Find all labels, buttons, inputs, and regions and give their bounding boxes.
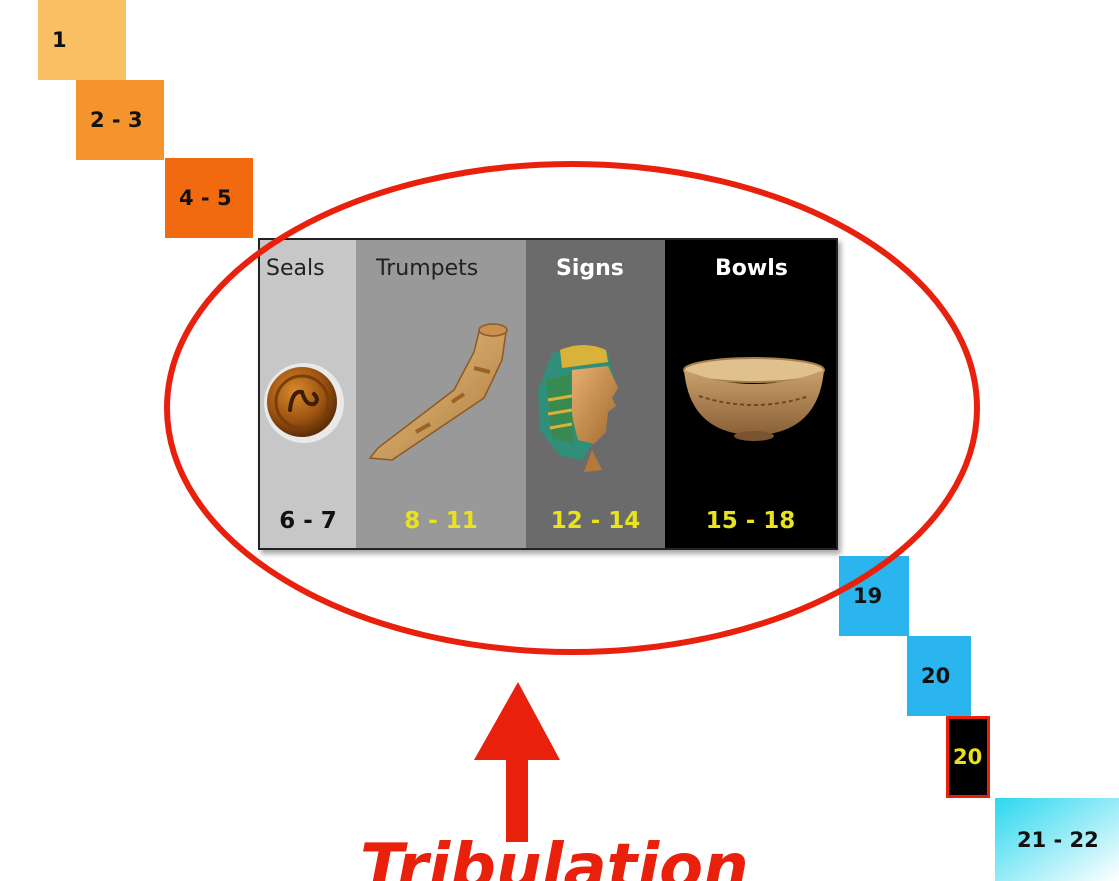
step-label: 21 - 22 xyxy=(1017,827,1099,852)
column-title: Trumpets xyxy=(376,256,479,281)
tribulation-panel: Seals 6 - 7 Trumpets xyxy=(258,238,838,550)
step-label: 19 xyxy=(853,584,883,608)
step-label: 1 xyxy=(52,28,67,52)
bowl-icon xyxy=(683,357,825,441)
column-range: 8 - 11 xyxy=(404,508,478,534)
step-block-21-22: 21 - 22 xyxy=(995,798,1119,881)
column-title: Bowls xyxy=(715,256,788,281)
step-block-1: 1 xyxy=(38,0,126,80)
column-range: 15 - 18 xyxy=(705,508,796,534)
column-title: Signs xyxy=(556,256,624,281)
seal-icon xyxy=(264,363,344,443)
up-arrow-icon xyxy=(474,682,560,842)
step-block-2-3: 2 - 3 xyxy=(76,80,164,160)
tribulation-caption: Tribulation xyxy=(360,836,749,881)
column-title: Seals xyxy=(266,256,325,281)
column-bowls: Bowls 15 - 18 xyxy=(665,240,836,548)
column-signs: Signs 12 - 14 xyxy=(526,240,665,548)
step-block-20: 20 xyxy=(907,636,971,716)
step-label: 20 xyxy=(953,745,983,769)
shofar-icon xyxy=(368,323,508,461)
step-label: 20 xyxy=(921,664,951,688)
pharaoh-head-icon xyxy=(538,345,618,472)
step-label: 4 - 5 xyxy=(179,186,232,210)
step-label: 2 - 3 xyxy=(90,108,143,132)
step-block-20-highlighted: 20 xyxy=(946,716,990,798)
column-seals: Seals 6 - 7 xyxy=(260,240,356,548)
column-trumpets: Trumpets 8 - 11 xyxy=(356,240,526,548)
step-block-4-5: 4 - 5 xyxy=(165,158,253,238)
step-block-19: 19 xyxy=(839,556,909,636)
column-range: 6 - 7 xyxy=(279,508,337,534)
column-range: 12 - 14 xyxy=(550,508,641,534)
